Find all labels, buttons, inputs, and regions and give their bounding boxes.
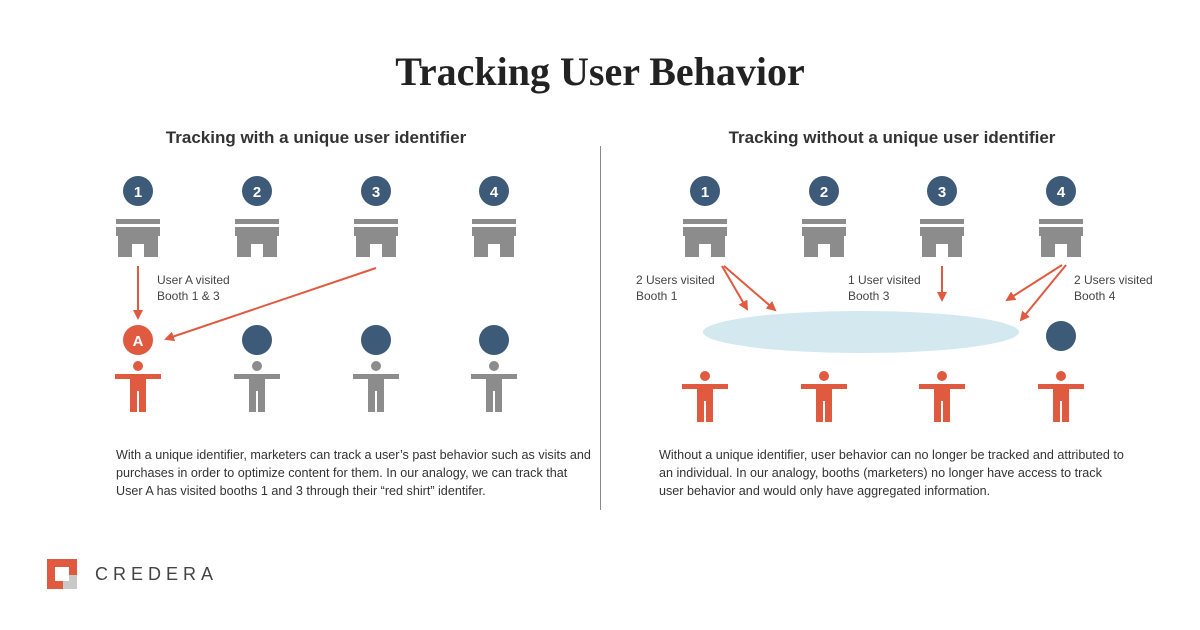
- left-booth-1: 1: [116, 176, 160, 257]
- user-a-badge: [123, 325, 153, 355]
- brand-name: CREDERA: [95, 563, 219, 584]
- arrow-booth4-to-cloud-a: [1005, 264, 1063, 302]
- right-user-4: [1038, 321, 1084, 422]
- booth-number: 4: [1057, 184, 1066, 201]
- annotation-line: Booth 1: [636, 289, 678, 303]
- booth-icon: [235, 219, 279, 257]
- user-avatar: [242, 325, 272, 355]
- right-user-2: [801, 371, 847, 422]
- person-icon: [801, 371, 847, 422]
- left-booth-2: 2: [235, 176, 279, 257]
- booth-number-badge: [927, 176, 957, 206]
- booth-icon: [354, 219, 398, 257]
- credera-logo-icon: [47, 559, 77, 589]
- left-booth-4: 4: [472, 176, 516, 257]
- arrow-booth1-to-cloud-a: [721, 265, 749, 311]
- right-description: Without a unique identifier, user behavi…: [659, 448, 1124, 498]
- booth-icon: [116, 219, 160, 257]
- right-annotation-booth-4: 2 Users visited Booth 4: [1074, 272, 1153, 304]
- left-panel-heading: Tracking with a unique user identifier: [165, 128, 467, 147]
- user-avatar: [479, 325, 509, 355]
- credera-logo: CREDERA: [47, 559, 218, 589]
- booth-icon: [802, 219, 846, 257]
- booth-number-badge: [123, 176, 153, 206]
- booth-icon: [683, 219, 727, 257]
- anonymous-users-cloud: [703, 311, 1019, 353]
- booth-number: 1: [134, 184, 142, 201]
- right-booth-2: 2: [802, 176, 846, 257]
- left-user-3: [353, 325, 399, 412]
- right-annotation-booth-3: 1 User visited Booth 3: [848, 272, 921, 304]
- annotation-line: 2 Users visited: [636, 273, 715, 287]
- person-icon: [682, 371, 728, 422]
- booth-icon: [920, 219, 964, 257]
- booth-number-badge: [1046, 176, 1076, 206]
- panel-divider: [600, 146, 601, 510]
- annotation-line: 1 User visited: [848, 273, 921, 287]
- user-a-label: A: [133, 333, 144, 350]
- user-a: A: [115, 325, 161, 412]
- booth-number-badge: [690, 176, 720, 206]
- booth-number-badge: [479, 176, 509, 206]
- annotation-line: Booth 1 & 3: [157, 289, 220, 303]
- person-icon: [1038, 371, 1084, 422]
- booth-icon: [1039, 219, 1083, 257]
- left-booth-3: 3: [354, 176, 398, 257]
- right-booth-4: 4: [1039, 176, 1083, 257]
- person-icon: [471, 361, 517, 412]
- annotation-line: User A visited: [157, 273, 230, 287]
- booth-number-badge: [809, 176, 839, 206]
- arrow-booth3-to-user-a: [164, 267, 377, 342]
- person-icon: [919, 371, 965, 422]
- annotation-line: 2 Users visited: [1074, 273, 1153, 287]
- right-user-3: [919, 371, 965, 422]
- page-title: Tracking User Behavior: [395, 49, 805, 94]
- left-user-4: [471, 325, 517, 412]
- booth-number: 2: [820, 184, 828, 201]
- right-annotation-booth-1: 2 Users visited Booth 1: [636, 272, 715, 304]
- arrow-booth4-to-cloud-b: [1019, 264, 1067, 322]
- right-booth-3: 3: [920, 176, 964, 257]
- annotation-line: Booth 3: [848, 289, 890, 303]
- right-booth-1: 1: [683, 176, 727, 257]
- left-user-2: [234, 325, 280, 412]
- left-description: With a unique identifier, marketers can …: [116, 448, 591, 498]
- booth-number: 2: [253, 184, 261, 201]
- person-icon: [115, 361, 161, 412]
- booth-icon: [472, 219, 516, 257]
- booth-number: 3: [938, 184, 946, 201]
- annotation-line: Booth 4: [1074, 289, 1116, 303]
- person-icon: [353, 361, 399, 412]
- arrow-booth1-to-cloud-b: [723, 265, 777, 312]
- booth-number: 3: [372, 184, 380, 201]
- right-panel-heading: Tracking without a unique user identifie…: [728, 128, 1056, 147]
- booth-number: 4: [490, 184, 499, 201]
- left-annotation: User A visited Booth 1 & 3: [157, 272, 230, 304]
- booth-number-badge: [361, 176, 391, 206]
- user-avatar: [361, 325, 391, 355]
- booth-number-badge: [242, 176, 272, 206]
- right-user-1: [682, 371, 728, 422]
- person-icon: [234, 361, 280, 412]
- user-avatar: [1046, 321, 1076, 351]
- booth-number: 1: [701, 184, 709, 201]
